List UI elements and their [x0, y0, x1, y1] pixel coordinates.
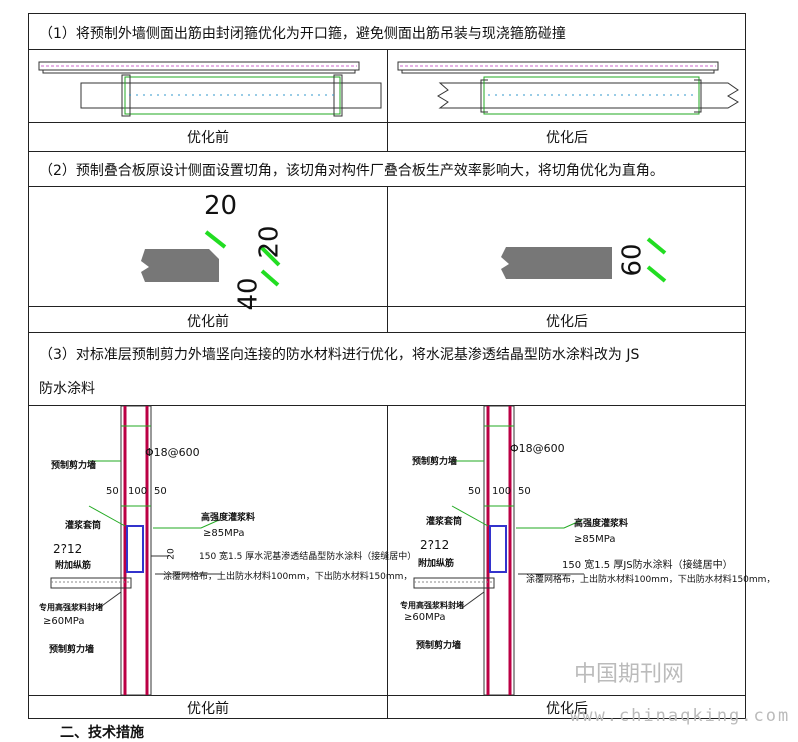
- dim-20-horizontal: 20: [204, 191, 238, 221]
- dim-100: 100: [128, 486, 148, 497]
- dim-60-vertical: 60: [617, 243, 648, 277]
- document-table: （1）将预制外墙侧面出筋由封闭箍优化为开口箍，避免侧面出筋吊装与现浇箍筋碰撞 优…: [28, 13, 775, 719]
- caption-after: 优化后: [546, 130, 588, 146]
- wall-bottom-label: 预制剪力墙: [49, 645, 95, 655]
- rebar-spec: Φ18@600: [145, 446, 200, 459]
- wall-top-label: 预制剪力墙: [51, 461, 97, 471]
- grout-strength: ≥85MPa: [574, 534, 616, 545]
- column-divider: [387, 186, 388, 332]
- dim-50-left: 50: [106, 486, 119, 497]
- wall-bottom-label: 预制剪力墙: [416, 641, 462, 651]
- dim-50-right: 50: [518, 486, 531, 497]
- coating-label: 150 宽1.5 厚水泥基渗透结晶型防水涂料（接缝居中）: [199, 552, 417, 562]
- gap-dim: 20: [166, 548, 177, 560]
- bars-label: 2?12: [420, 538, 450, 552]
- coating-label: 150 宽1.5 厚JS防水涂料（接缝居中）: [562, 560, 733, 571]
- dim-50-left: 50: [468, 486, 481, 497]
- drawing-closed-stirrup: [38, 61, 382, 117]
- mesh-label: 涂覆网格布，上出防水材料100mm，下出防水材料150mm，: [163, 572, 413, 582]
- drawing-open-stirrup: [397, 61, 739, 115]
- watermark-cn: 中国期刊网: [574, 662, 685, 687]
- dim-40-vertical: 40: [233, 277, 264, 311]
- caption-before: 优化前: [187, 314, 229, 330]
- sleeve-label: 灌浆套筒: [65, 521, 102, 531]
- column-divider: [387, 405, 388, 719]
- rebar-spec: Φ18@600: [510, 442, 565, 455]
- wall-top-label: 预制剪力墙: [412, 457, 458, 467]
- section3-text-line2: 防水涂料: [39, 381, 95, 397]
- row-divider: [29, 151, 745, 152]
- column-divider: [387, 49, 388, 151]
- caption-after: 优化后: [546, 701, 588, 717]
- drawing-chamfer-before: 20 20 40: [29, 187, 386, 311]
- section1-text: （1）将预制外墙侧面出筋由封闭箍优化为开口箍，避免侧面出筋吊装与现浇箍筋碰撞: [39, 26, 566, 42]
- add-bar-label: 附加纵筋: [418, 559, 455, 569]
- joint-detail-before: Φ18@600 预制剪力墙 50 100 50 灌浆套筒 高强度灌浆料 ≥85M…: [29, 405, 416, 696]
- bars-label: 2?12: [53, 542, 83, 556]
- caption-after: 优化后: [546, 314, 588, 330]
- joint-detail-after: Φ18@600 预制剪力墙 50 100 50 灌浆套筒 高强度灌浆料 ≥85M…: [388, 405, 775, 696]
- dim-50-right: 50: [154, 486, 167, 497]
- seal-strength: ≥60MPa: [43, 616, 85, 627]
- seal-strength: ≥60MPa: [404, 612, 446, 623]
- section2-text: （2）预制叠合板原设计侧面设置切角，该切角对构件厂叠合板生产效率影响大，将切角优…: [39, 163, 664, 179]
- dim-20-vertical: 20: [254, 225, 285, 259]
- add-bar-label: 附加纵筋: [55, 561, 92, 571]
- caption-before: 优化前: [187, 701, 229, 717]
- watermark-url: www.chinaqking.com: [570, 706, 791, 726]
- row-divider: [29, 332, 745, 333]
- seal-label: 专用高强浆料封堵: [39, 603, 103, 612]
- dim-100: 100: [492, 486, 512, 497]
- grout-strength: ≥85MPa: [203, 528, 245, 539]
- grout-label: 高强度灌浆料: [574, 519, 629, 529]
- mesh-label: 涂覆网格布，上出防水材料100mm，下出防水材料150mm，: [526, 575, 776, 585]
- footer-heading: 二、技术措施: [60, 725, 144, 741]
- section3-text-line1: （3）对标准层预制剪力外墙竖向连接的防水材料进行优化，将水泥基渗透结晶型防水涂料…: [39, 347, 640, 363]
- sleeve-label: 灌浆套筒: [426, 517, 463, 527]
- caption-before: 优化前: [187, 130, 229, 146]
- seal-label: 专用高强浆料封堵: [400, 601, 464, 610]
- drawing-chamfer-after: 60: [388, 187, 745, 306]
- grout-label: 高强度灌浆料: [201, 513, 256, 523]
